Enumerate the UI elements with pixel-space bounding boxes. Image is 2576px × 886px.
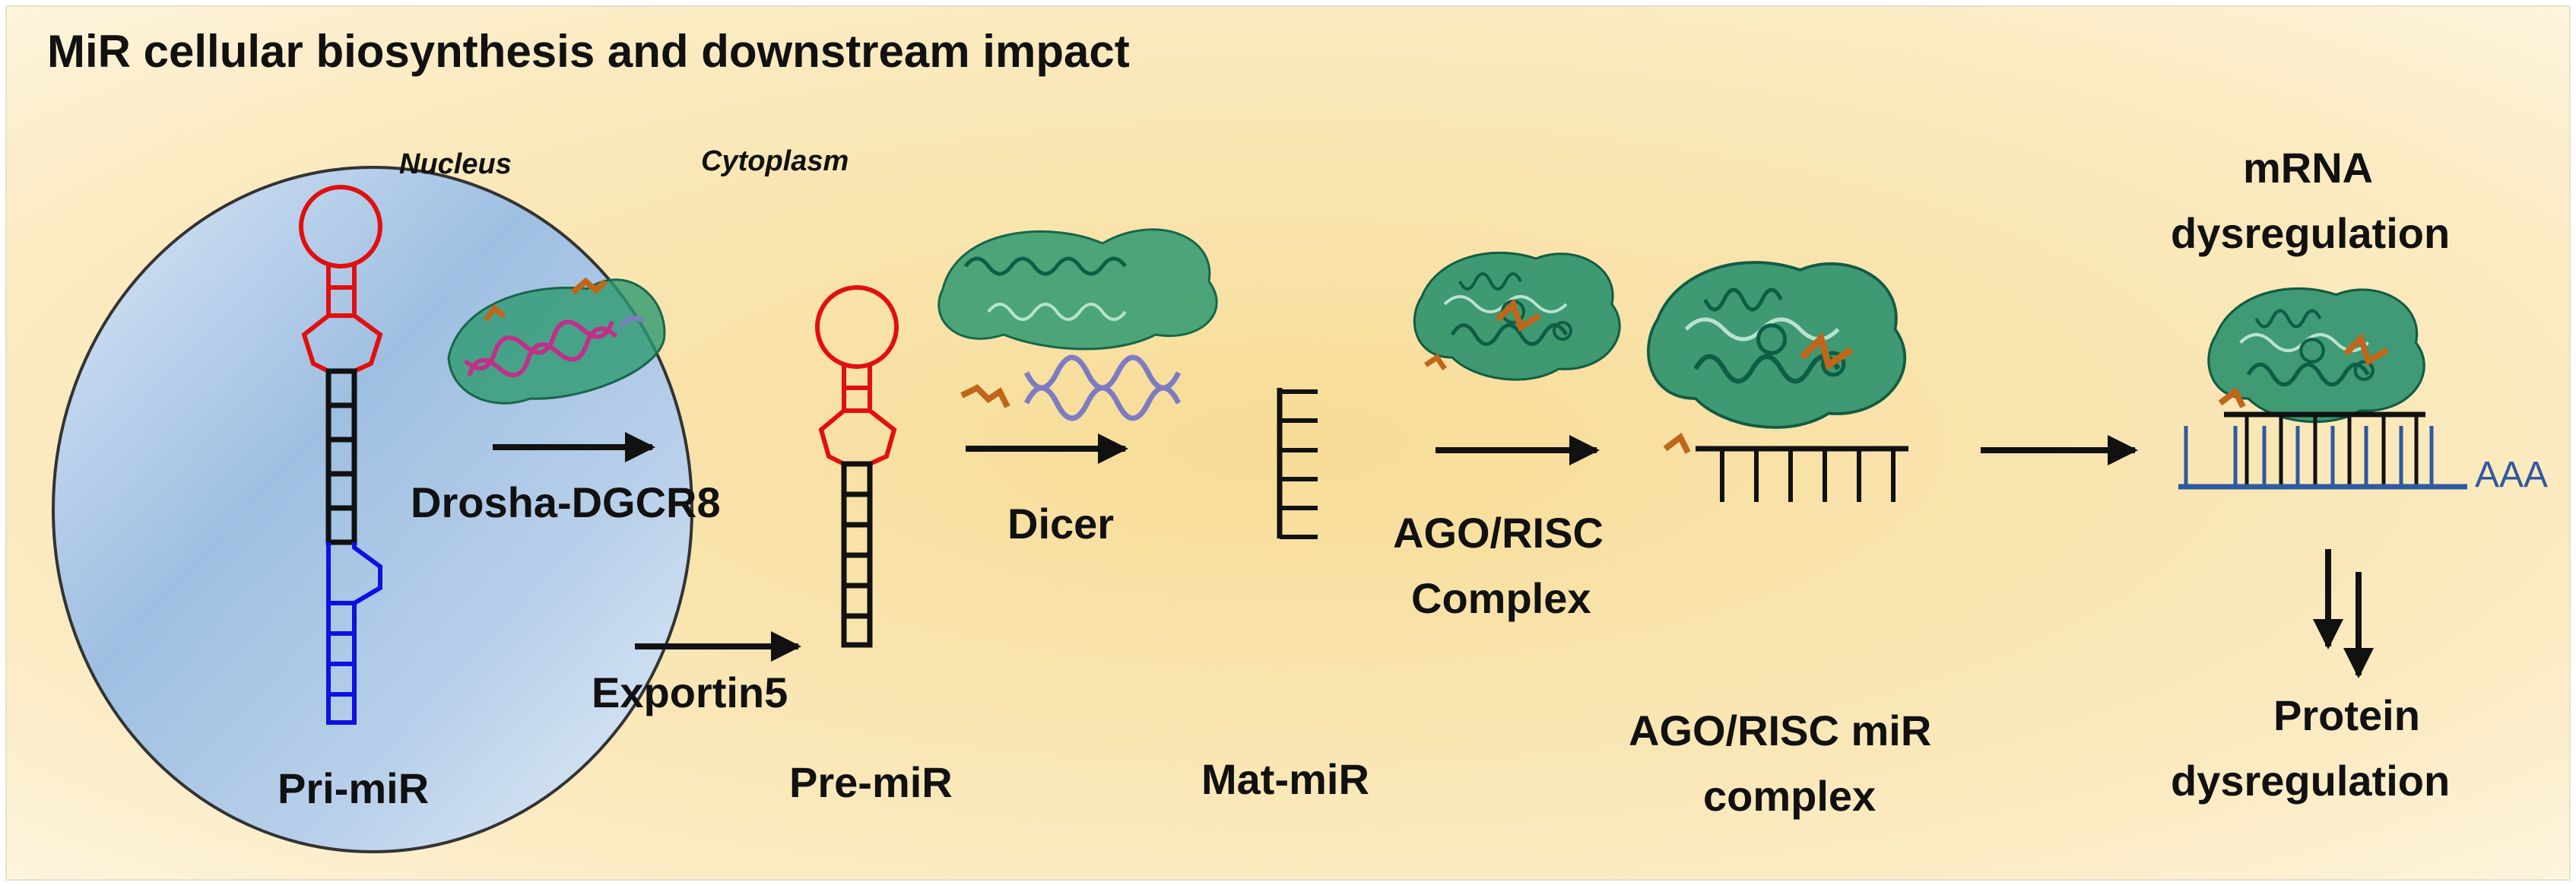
drosha-dgcr8-protein-structure (447, 277, 666, 405)
drosha-dgcr8-label: Drosha-DGCR8 (411, 478, 721, 526)
poly-a-tail-label: AAA (2475, 455, 2548, 495)
ago-risc-mir-complex-label-line2: complex (1703, 772, 1876, 820)
ago-risc-label-line2: Complex (1411, 574, 1591, 622)
pri-mir-stage-label: Pri-miR (278, 764, 429, 812)
mrna-target-structure (2178, 288, 2467, 490)
pri-mir-hairpin (299, 185, 383, 725)
mrna-label-line2: dysregulation (2171, 209, 2450, 257)
protein-label-line2: dysregulation (2171, 757, 2450, 805)
ago-risc-label-line1: AGO/RISC (1393, 509, 1604, 557)
pre-mir-stage-label: Pre-miR (789, 758, 953, 806)
mat-mir-strand (1277, 388, 1318, 539)
protein-label-line1: Protein (2273, 691, 2420, 739)
mrna-label-line1: mRNA (2243, 144, 2373, 192)
dicer-label: Dicer (1007, 500, 1114, 548)
mat-mir-stage-label: Mat-miR (1201, 755, 1369, 803)
ago-risc-mir-complex-label-line1: AGO/RISC miR (1629, 707, 1931, 754)
diagram-title: MiR cellular biosynthesis and downstream… (47, 26, 1130, 77)
cytoplasm-label: Cytoplasm (701, 145, 849, 177)
dicer-protein-structure (937, 228, 1218, 421)
ago-protein-structure (1414, 252, 1620, 379)
nucleus-label: Nucleus (399, 148, 512, 180)
ago-risc-mir-complex-structure (1648, 262, 1908, 502)
pre-mir-hairpin (815, 285, 899, 648)
exportin5-label: Exportin5 (592, 668, 788, 716)
